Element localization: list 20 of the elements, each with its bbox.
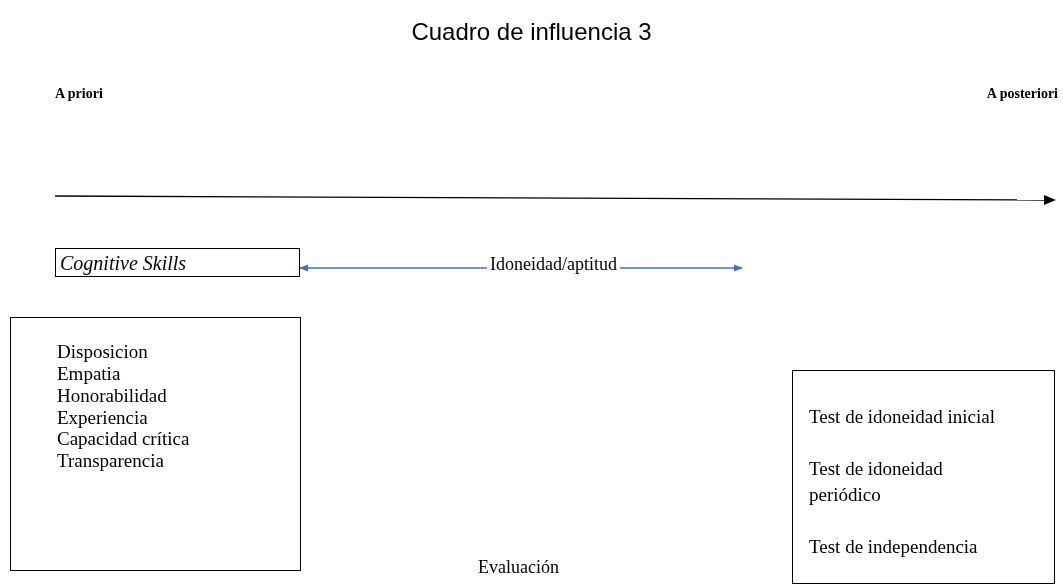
text-label: A posteriori bbox=[986, 86, 1058, 102]
title: Cuadro de influencia 3 bbox=[410, 18, 653, 46]
text: Idoneidad/aptitud bbox=[489, 254, 618, 275]
list-box bbox=[792, 370, 1055, 584]
text: Honorabilidad bbox=[57, 384, 168, 407]
text-label: Evaluación bbox=[478, 557, 559, 578]
text: Cognitive Skills bbox=[60, 252, 188, 275]
text: Test de idoneidad periódico bbox=[809, 456, 944, 508]
arrow bbox=[299, 264, 488, 272]
text-label: A priori bbox=[55, 86, 103, 102]
text: Empatia bbox=[57, 362, 122, 385]
text: Test de independencia bbox=[809, 534, 979, 559]
process-box bbox=[55, 248, 300, 277]
arrow bbox=[619, 264, 743, 272]
text: Transparencia bbox=[57, 450, 165, 473]
text: Experiencia bbox=[57, 406, 149, 429]
list-box bbox=[10, 317, 301, 571]
text: Disposicion bbox=[57, 341, 149, 363]
text: Test de idoneidad inicial bbox=[809, 405, 996, 429]
text: Capacidad crítica bbox=[57, 428, 191, 451]
